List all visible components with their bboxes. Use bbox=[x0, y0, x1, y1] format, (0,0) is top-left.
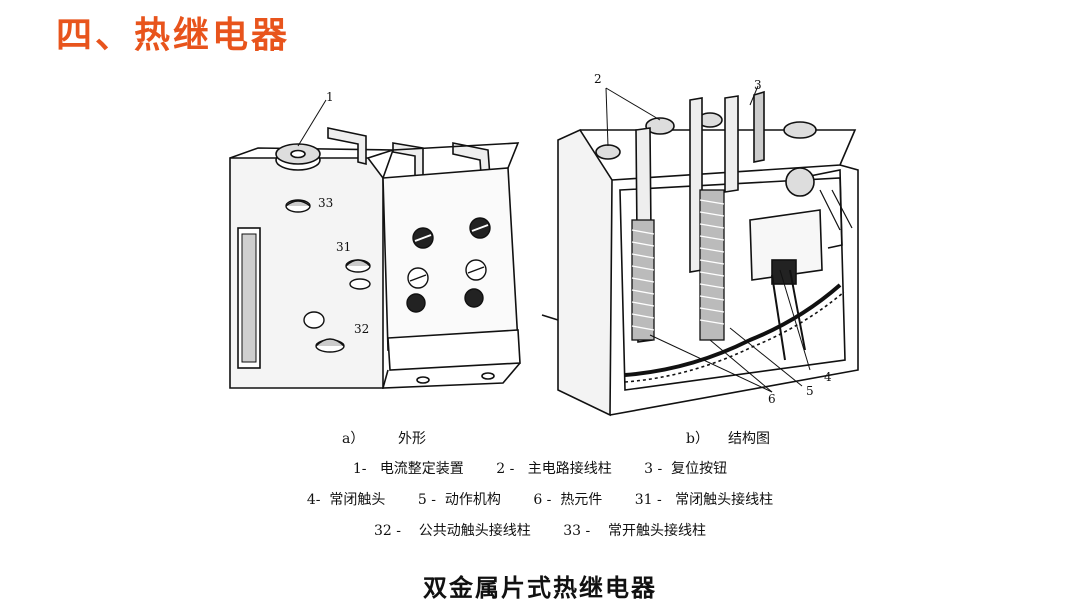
caption-a-letter: a） bbox=[342, 431, 365, 447]
callout-33: 33 bbox=[318, 196, 334, 210]
legend-item: 1- 电流整定装置 bbox=[352, 461, 464, 477]
callout-2: 2 bbox=[594, 72, 602, 86]
callout-5: 5 bbox=[806, 384, 814, 398]
legend-item: 5 - 动作机构 bbox=[417, 492, 501, 508]
caption-b-letter: b） bbox=[686, 431, 709, 447]
legend-item: 2 - 主电路接线柱 bbox=[496, 461, 612, 477]
legend-item: 4- 常闭触头 bbox=[306, 492, 386, 508]
figure-title: 双金属片式热继电器 bbox=[423, 574, 657, 602]
legend-line-2: 4- 常闭触头 5 - 动作机构 6 - 热元件 31 - 常闭触头接线柱 bbox=[0, 489, 1080, 509]
legend-item: 6 - 热元件 bbox=[533, 492, 603, 508]
legend-item: 31 - 常闭触头接线柱 bbox=[634, 492, 774, 508]
legend-item: 3 - 复位按钮 bbox=[644, 461, 728, 477]
callout-1: 1 bbox=[326, 90, 334, 104]
legend-item: 32 - 公共动触头接线柱 bbox=[373, 523, 531, 539]
legend-line-1: 1- 电流整定装置 2 - 主电路接线柱 3 - 复位按钮 bbox=[0, 458, 1080, 478]
callout-6: 6 bbox=[768, 392, 776, 406]
callout-4: 4 bbox=[824, 370, 832, 384]
slide-title: 四、热继电器 bbox=[56, 15, 291, 56]
caption-b-text: 结构图 bbox=[728, 431, 770, 447]
callout-31: 31 bbox=[336, 240, 352, 254]
legend-item: 33 - 常开触头接线柱 bbox=[563, 523, 707, 539]
legend-line-3: 32 - 公共动触头接线柱 33 - 常开触头接线柱 bbox=[0, 520, 1080, 540]
callout-3: 3 bbox=[754, 78, 762, 92]
figure-a-exterior-drawing: 1 33 31 32 bbox=[218, 88, 538, 418]
caption-a-text: 外形 bbox=[398, 431, 426, 447]
callout-32: 32 bbox=[354, 322, 370, 336]
figure-b-structure-drawing: 2 3 4 5 6 bbox=[540, 70, 880, 420]
